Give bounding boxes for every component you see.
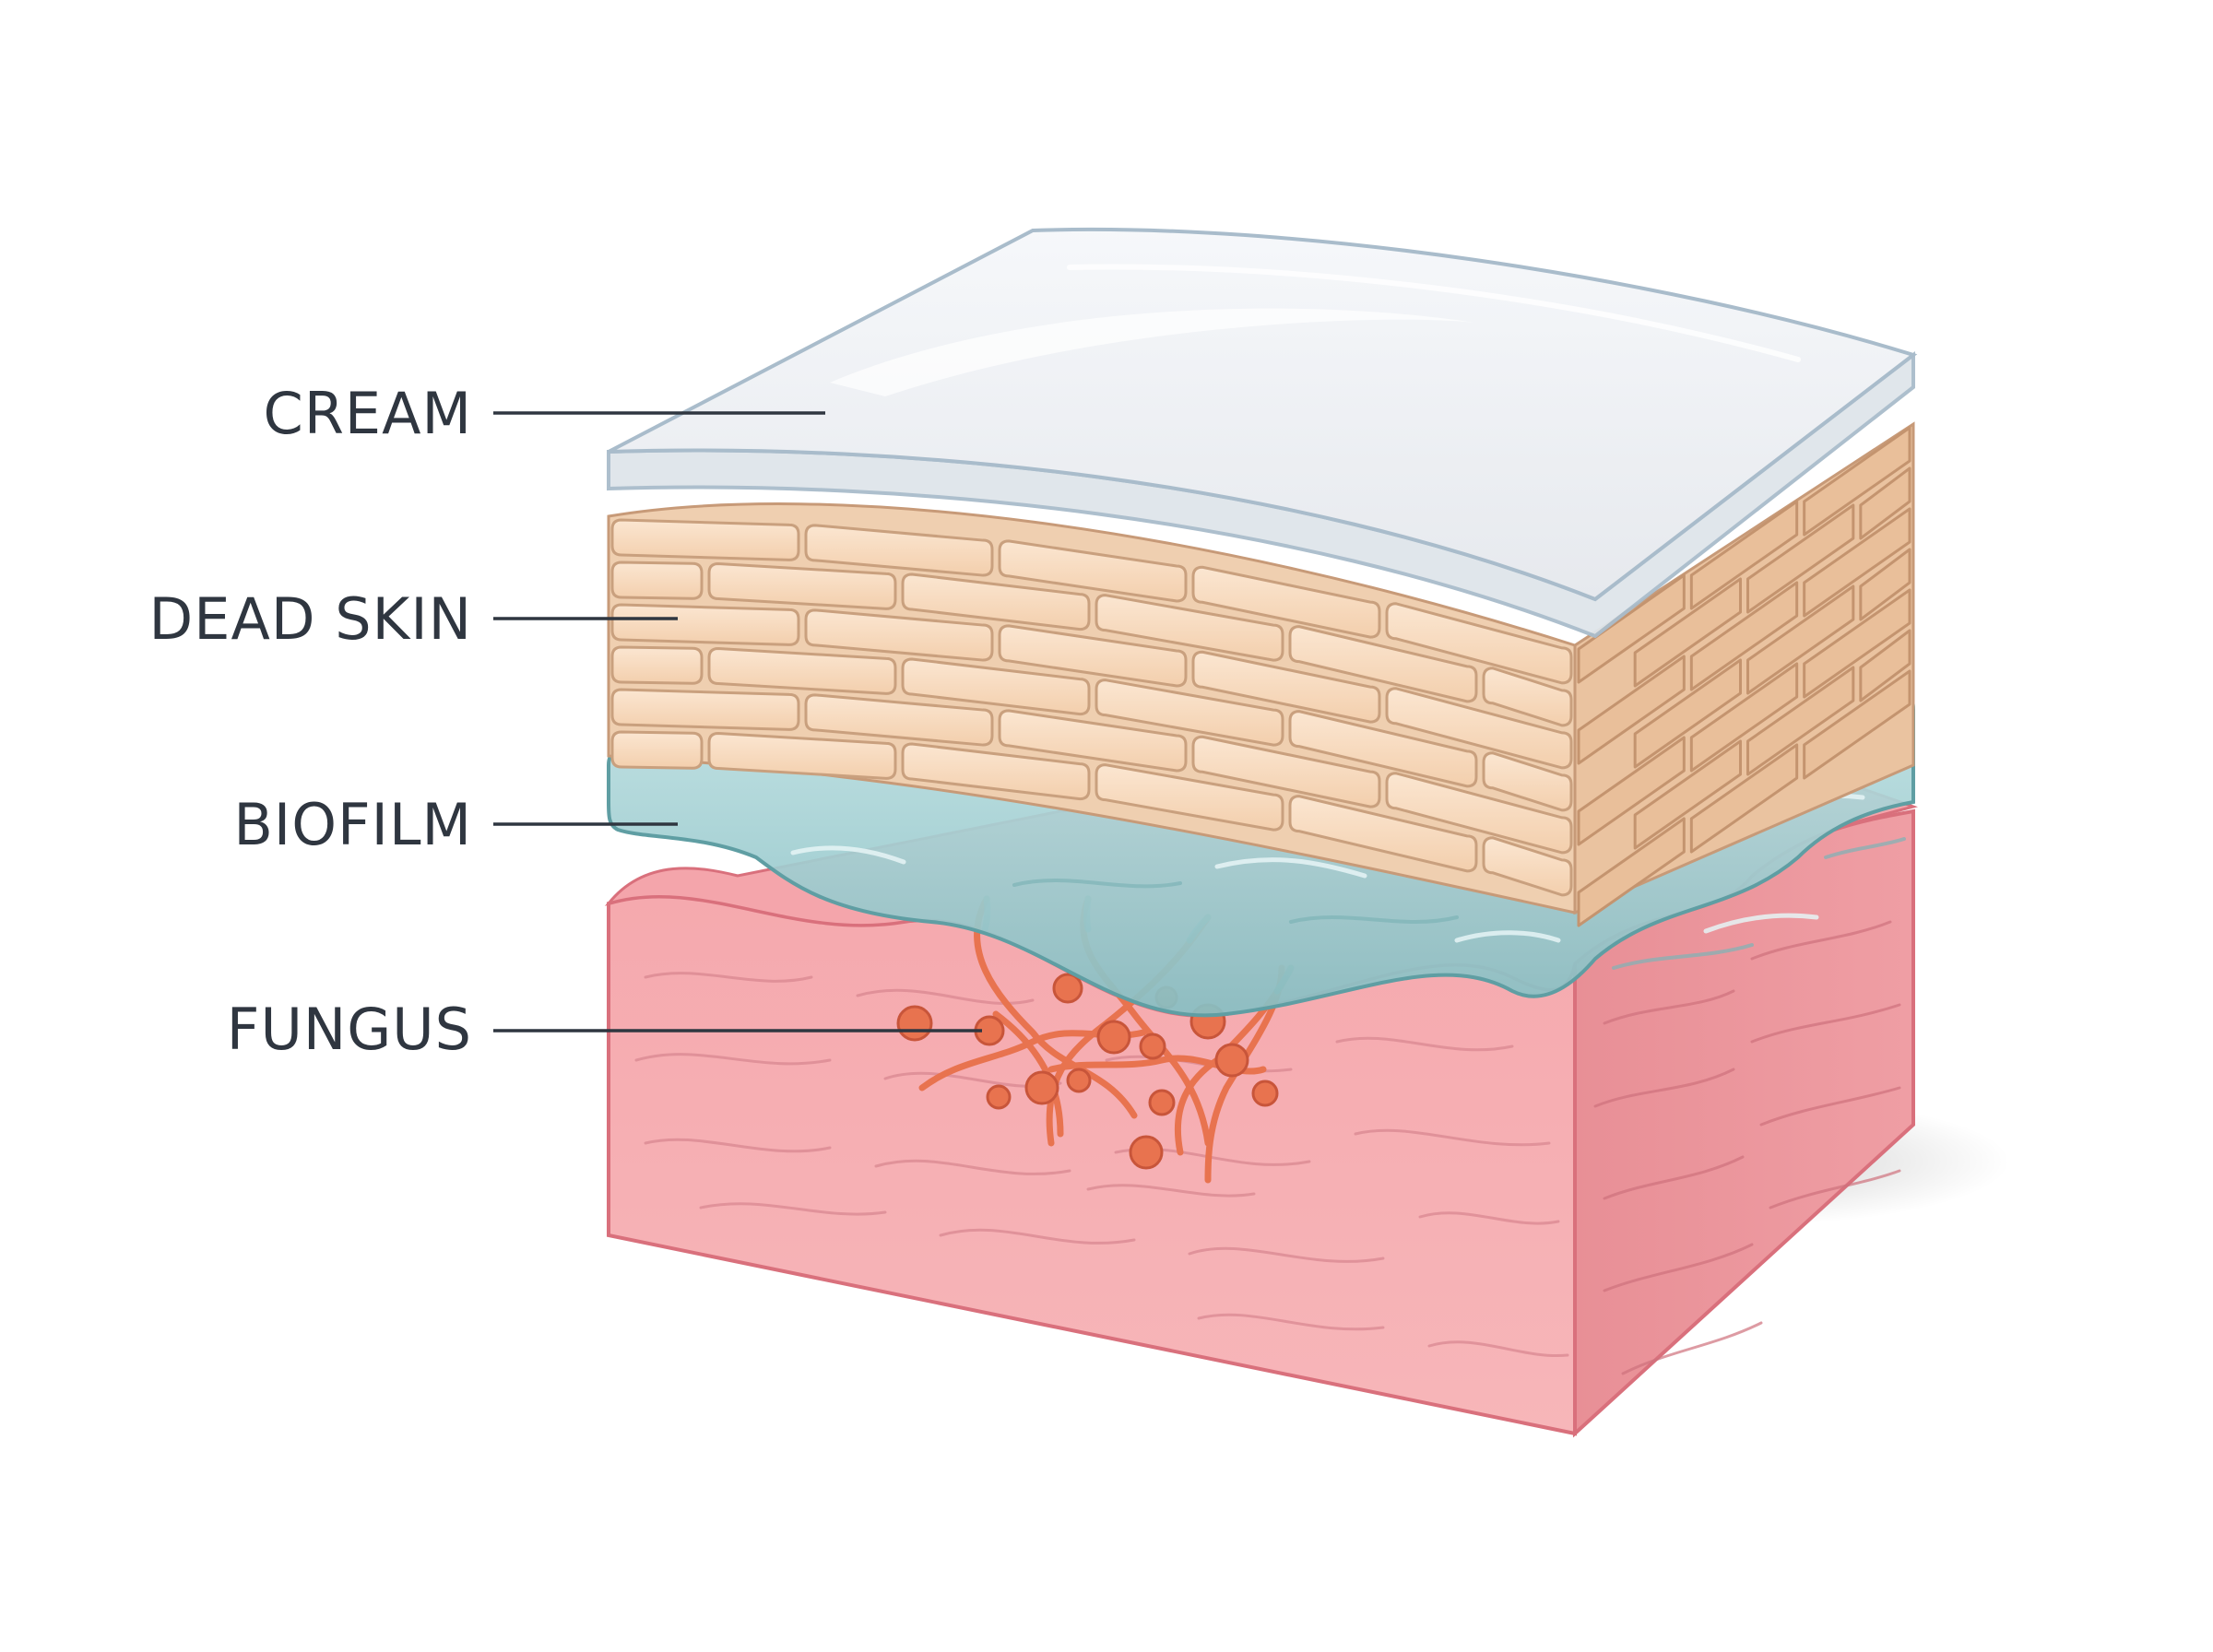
dead-skin-cell	[901, 572, 1091, 631]
dead-skin-side-cell	[1746, 503, 1855, 614]
dead-skin-cell	[707, 562, 897, 610]
dead-skin-side-cell	[1689, 662, 1799, 773]
dead-skin-cell	[1288, 710, 1478, 788]
dead-skin-cell	[804, 608, 994, 662]
dead-skin-cell	[804, 524, 994, 577]
dead-skin-side-cell	[1689, 500, 1799, 610]
dead-skin-cell	[1191, 735, 1381, 808]
dead-skin-side-cell	[1577, 736, 1686, 846]
cream-highlight-edge	[1067, 264, 1801, 362]
dead-skin-side-cell	[1633, 577, 1742, 688]
dead-skin-side-cell	[1633, 739, 1742, 850]
dead-skin-cell	[1095, 594, 1284, 662]
label-cream: CREAM	[264, 380, 472, 447]
dead-skin-cell	[1482, 836, 1573, 897]
dead-skin-cell	[610, 518, 800, 561]
dead-skin-cell	[610, 688, 800, 731]
dead-skin-cell	[1482, 751, 1573, 812]
dead-skin-cell	[610, 560, 704, 600]
dead-skin-cell	[1191, 650, 1381, 724]
dead-skin-side-cell	[1633, 658, 1742, 769]
dead-skin-cells	[610, 518, 1573, 897]
dead-skin-side-cell	[1859, 629, 1911, 702]
dead-skin-cell	[707, 647, 897, 695]
dead-skin-cell	[998, 624, 1188, 688]
dead-skin-cell	[707, 732, 897, 780]
dead-skin-cell	[901, 742, 1091, 801]
dead-skin-cell	[1482, 667, 1573, 727]
dead-skin-layer	[607, 421, 1915, 927]
dead-skin-side-cell	[1746, 666, 1855, 776]
tissue-side-texture	[1593, 920, 1901, 1375]
dead-skin-side-cell	[1859, 466, 1911, 540]
tissue-texture	[634, 972, 1569, 1358]
cream-layer	[607, 227, 1918, 639]
dead-skin-side-cell	[1746, 584, 1855, 695]
dead-skin-side-cell	[1803, 588, 1911, 699]
cream-slab-top	[608, 227, 1918, 602]
dead-skin-cell	[1385, 772, 1573, 855]
dead-skin-cell	[1095, 763, 1284, 832]
dead-skin-cell	[998, 539, 1188, 603]
dead-skin-side-cell	[1859, 548, 1911, 621]
dead-skin-side-cell	[1577, 817, 1686, 927]
dead-skin-side-cell	[1689, 743, 1799, 854]
dead-skin-side-cell	[1689, 581, 1799, 691]
label-biofilm: BIOFILM	[233, 791, 472, 858]
dead-skin-cell	[998, 709, 1188, 773]
dead-skin-cell	[1385, 602, 1573, 685]
dead-skin-cell	[610, 603, 800, 646]
dead-skin-cell	[610, 730, 704, 770]
dead-skin-side-cell	[1803, 507, 1911, 618]
dead-skin-side-cell	[1577, 573, 1686, 684]
dead-skin-cell	[901, 657, 1091, 716]
dead-skin-cell	[1191, 565, 1381, 639]
dead-skin-side-cell	[1577, 655, 1686, 765]
dead-skin-cell	[804, 693, 994, 747]
cream-highlight	[830, 308, 1475, 396]
dead-skin-side-cell	[1803, 426, 1911, 537]
labels: CREAM DEAD SKIN BIOFILM FUNGUS	[149, 380, 982, 1063]
dead-skin-cell	[1288, 625, 1478, 703]
dead-skin-cell	[1385, 687, 1573, 770]
biofilm-waves	[1012, 837, 1906, 970]
dead-skin-cell	[610, 645, 704, 685]
dead-skin-cell	[1095, 678, 1284, 747]
dead-skin-side-cell	[1803, 669, 1911, 780]
label-dead-skin: DEAD SKIN	[149, 585, 472, 653]
dead-skin-cell	[1288, 795, 1478, 873]
dead-skin-side-cells	[1577, 426, 1911, 927]
label-fungus: FUNGUS	[227, 996, 472, 1063]
